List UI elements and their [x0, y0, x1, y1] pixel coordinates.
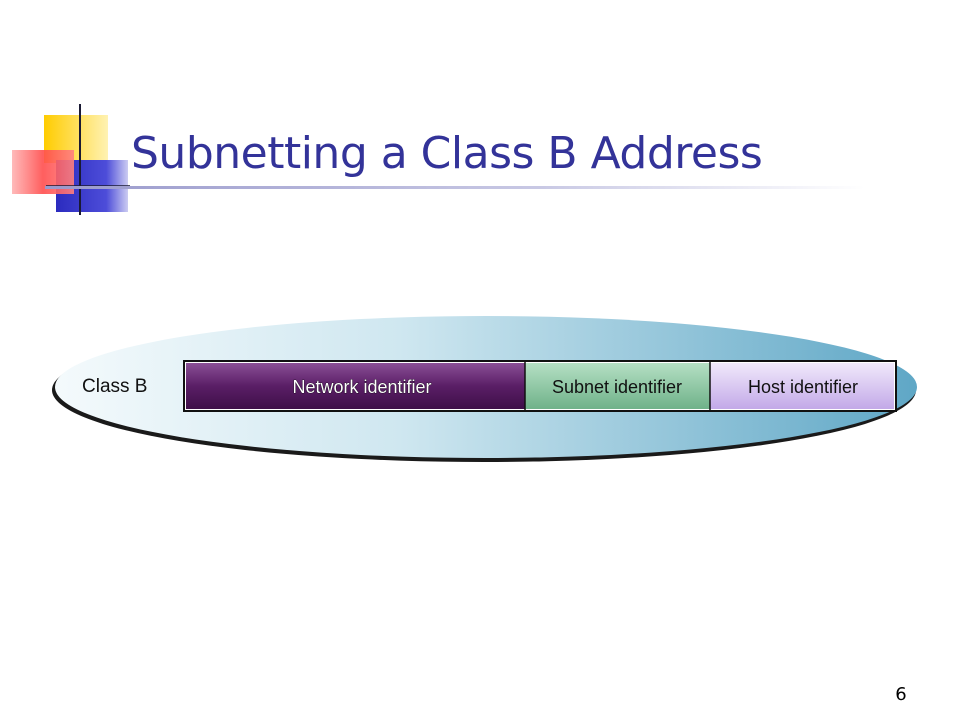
title-underline [45, 186, 865, 189]
host-identifier-label: Host identifier [748, 377, 858, 397]
page-number: 6 [895, 684, 907, 705]
network-identifier-label: Network identifier [292, 377, 431, 397]
slide-title: Subnetting a Class B Address [131, 128, 763, 179]
subnet-identifier-label: Subnet identifier [552, 377, 682, 397]
host-identifier-segment [710, 363, 894, 409]
class-label: Class B [82, 376, 147, 397]
subnet-identifier-segment [525, 363, 710, 409]
network-identifier-segment [186, 363, 525, 409]
